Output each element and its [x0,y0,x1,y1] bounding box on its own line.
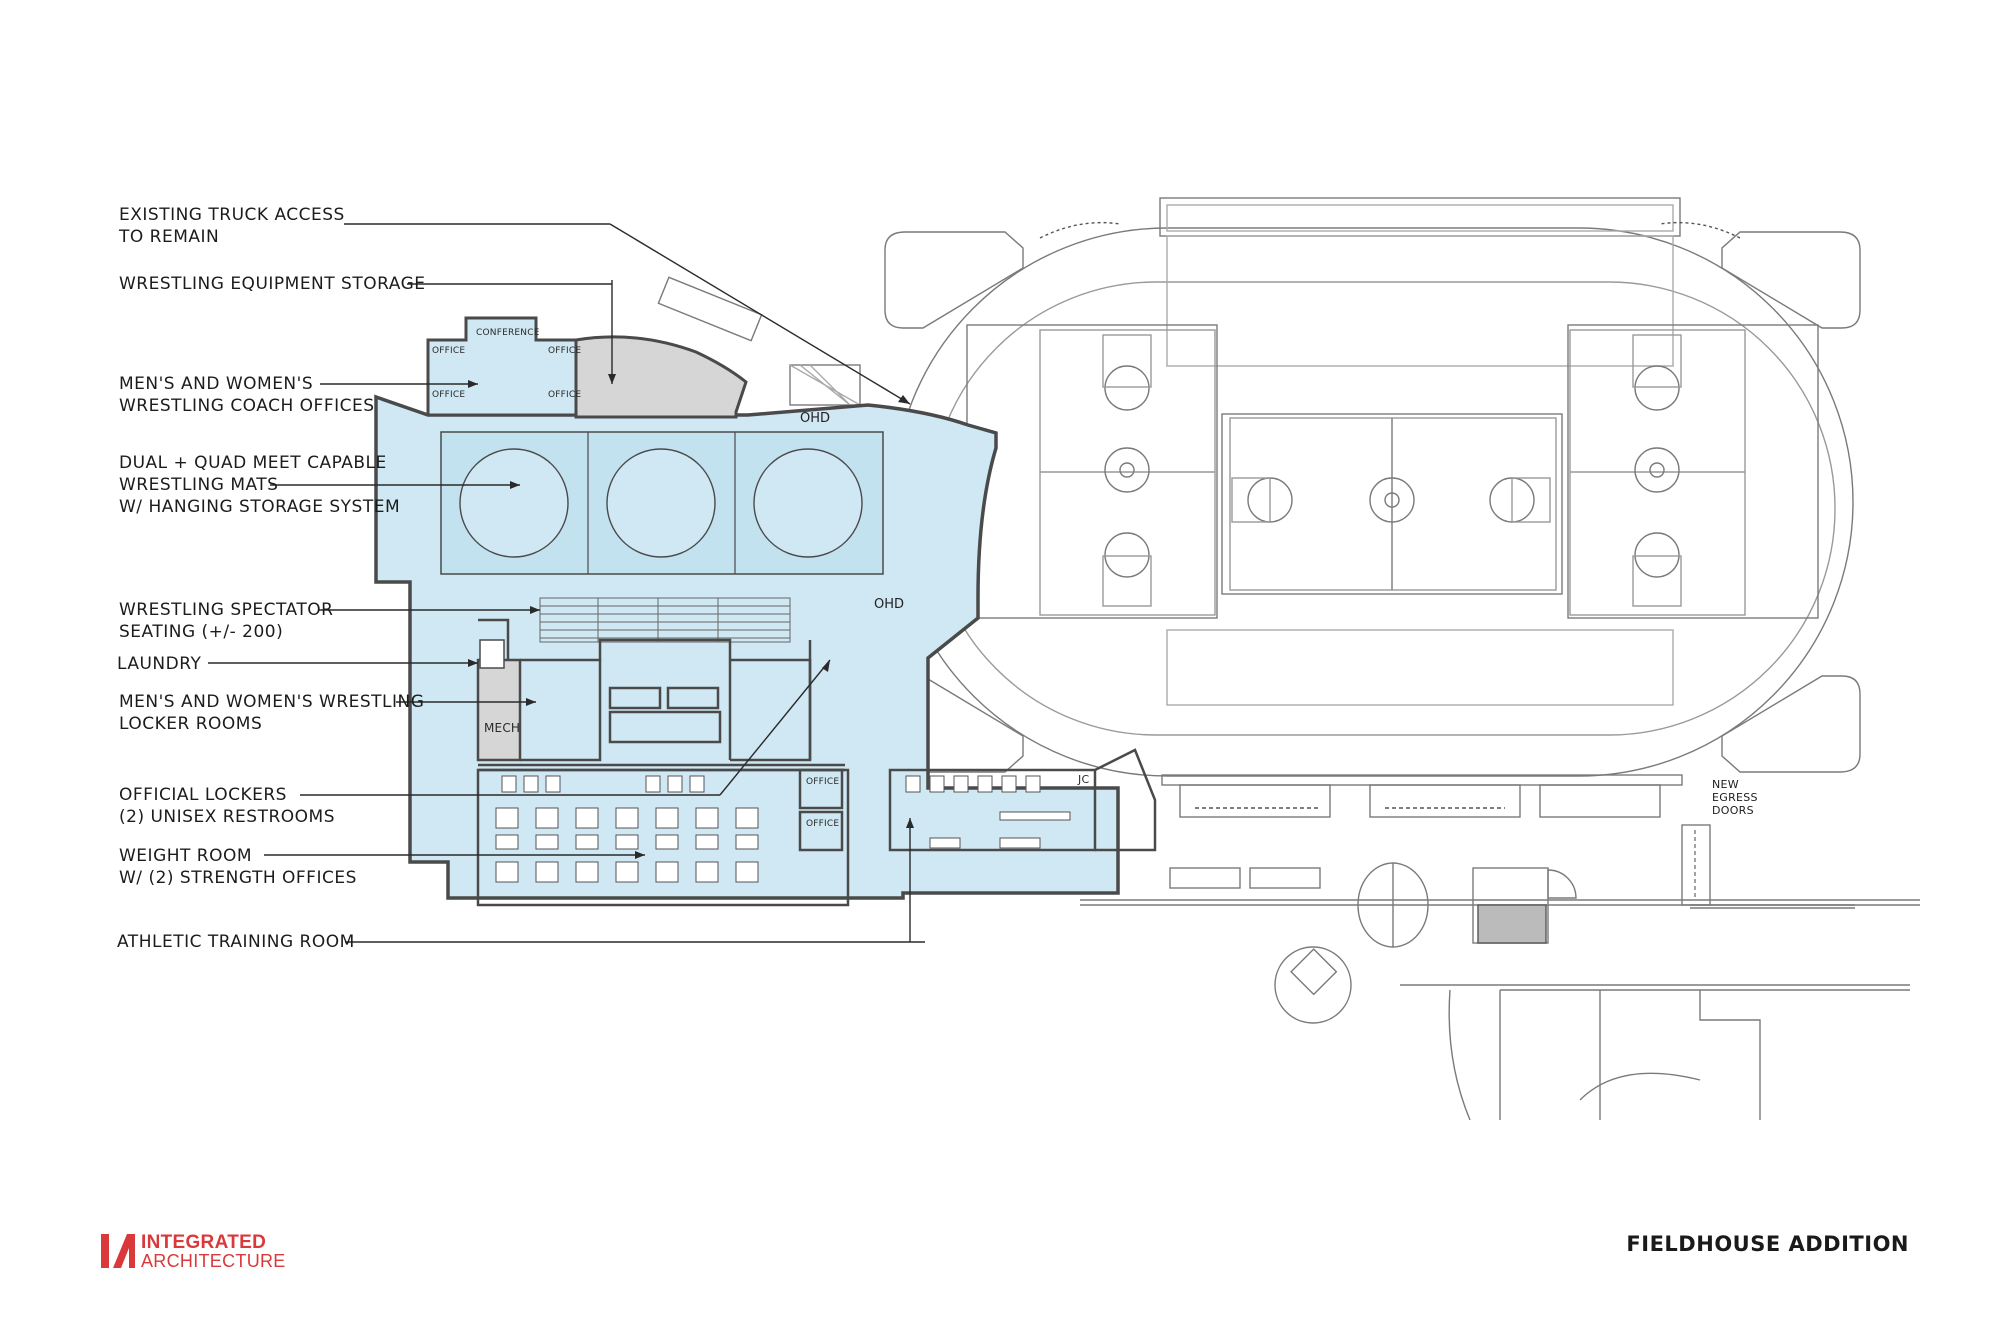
leader-lines [208,223,925,943]
room-office-strength-2: OFFICE [806,819,840,829]
label-line: DUAL + QUAD MEET CAPABLE [119,453,387,473]
label-line: LOCKER ROOMS [119,714,263,734]
logo-mark-icon [101,1234,135,1268]
room-office-sw: OFFICE [432,390,466,400]
new-addition [374,316,1157,907]
integrated-architecture-logo: INTEGRATED ARCHITECTURE [101,1232,301,1272]
label-line: SEATING (+/- 200) [119,622,284,642]
room-mech: MECH [484,721,521,735]
label-coach-offices: MEN'S AND WOMEN'S WRESTLING COACH OFFICE… [119,373,375,417]
logo-text-architecture: ARCHITECTURE [141,1251,286,1271]
label-line: MEN'S AND WOMEN'S WRESTLING [119,692,425,712]
label-line: WRESTLING MATS [119,475,279,495]
room-office-ne: OFFICE [548,346,582,356]
label-line: OFFICIAL LOCKERS [119,785,287,805]
label-truck-access: EXISTING TRUCK ACCESS TO REMAIN [119,204,345,248]
logo-text-integrated: INTEGRATED [141,1232,267,1253]
room-office-strength-1: OFFICE [806,777,840,787]
drawing-title: FIELDHOUSE ADDITION [1626,1232,1909,1256]
room-conference: CONFERENCE [476,328,540,338]
room-office-nw: OFFICE [432,346,466,356]
label-line: LAUNDRY [117,654,202,674]
room-ohd-north: OHD [800,411,831,426]
label-spectator-seating: WRESTLING SPECTATOR SEATING (+/- 200) [119,599,333,643]
label-line: EGRESS [1712,791,1758,804]
label-line: WEIGHT ROOM [119,846,253,866]
label-wrestling-mats: DUAL + QUAD MEET CAPABLE WRESTLING MATS … [119,452,400,518]
label-line: NEW [1712,778,1739,791]
label-weight-room: WEIGHT ROOM W/ (2) STRENGTH OFFICES [119,845,357,889]
label-line: (2) UNISEX RESTROOMS [119,807,336,827]
label-line: WRESTLING SPECTATOR [119,600,334,620]
leader-arrows [468,374,914,859]
label-egress-doors: NEW EGRESS DOORS [1712,778,1758,817]
label-line: ATHLETIC TRAINING ROOM [117,932,355,952]
room-office-se: OFFICE [548,390,582,400]
label-official-lockers: OFFICIAL LOCKERS (2) UNISEX RESTROOMS [119,784,335,828]
label-line: WRESTLING EQUIPMENT STORAGE [119,274,426,294]
label-line: W/ (2) STRENGTH OFFICES [119,868,357,888]
label-line: TO REMAIN [119,227,220,247]
label-laundry: LAUNDRY [117,653,201,675]
label-line: WRESTLING COACH OFFICES [119,396,375,416]
label-line: W/ HANGING STORAGE SYSTEM [119,497,401,517]
label-athletic-training: ATHLETIC TRAINING ROOM [117,931,355,953]
label-equipment-storage: WRESTLING EQUIPMENT STORAGE [119,273,425,295]
label-line: DOORS [1712,804,1754,817]
room-jc: JC [1078,773,1090,786]
label-line: MEN'S AND WOMEN'S [119,374,314,394]
room-ohd-east: OHD [874,597,905,612]
existing-fieldhouse [657,197,1920,1121]
label-line: EXISTING TRUCK ACCESS [119,205,345,225]
label-locker-rooms: MEN'S AND WOMEN'S WRESTLING LOCKER ROOMS [119,691,424,735]
